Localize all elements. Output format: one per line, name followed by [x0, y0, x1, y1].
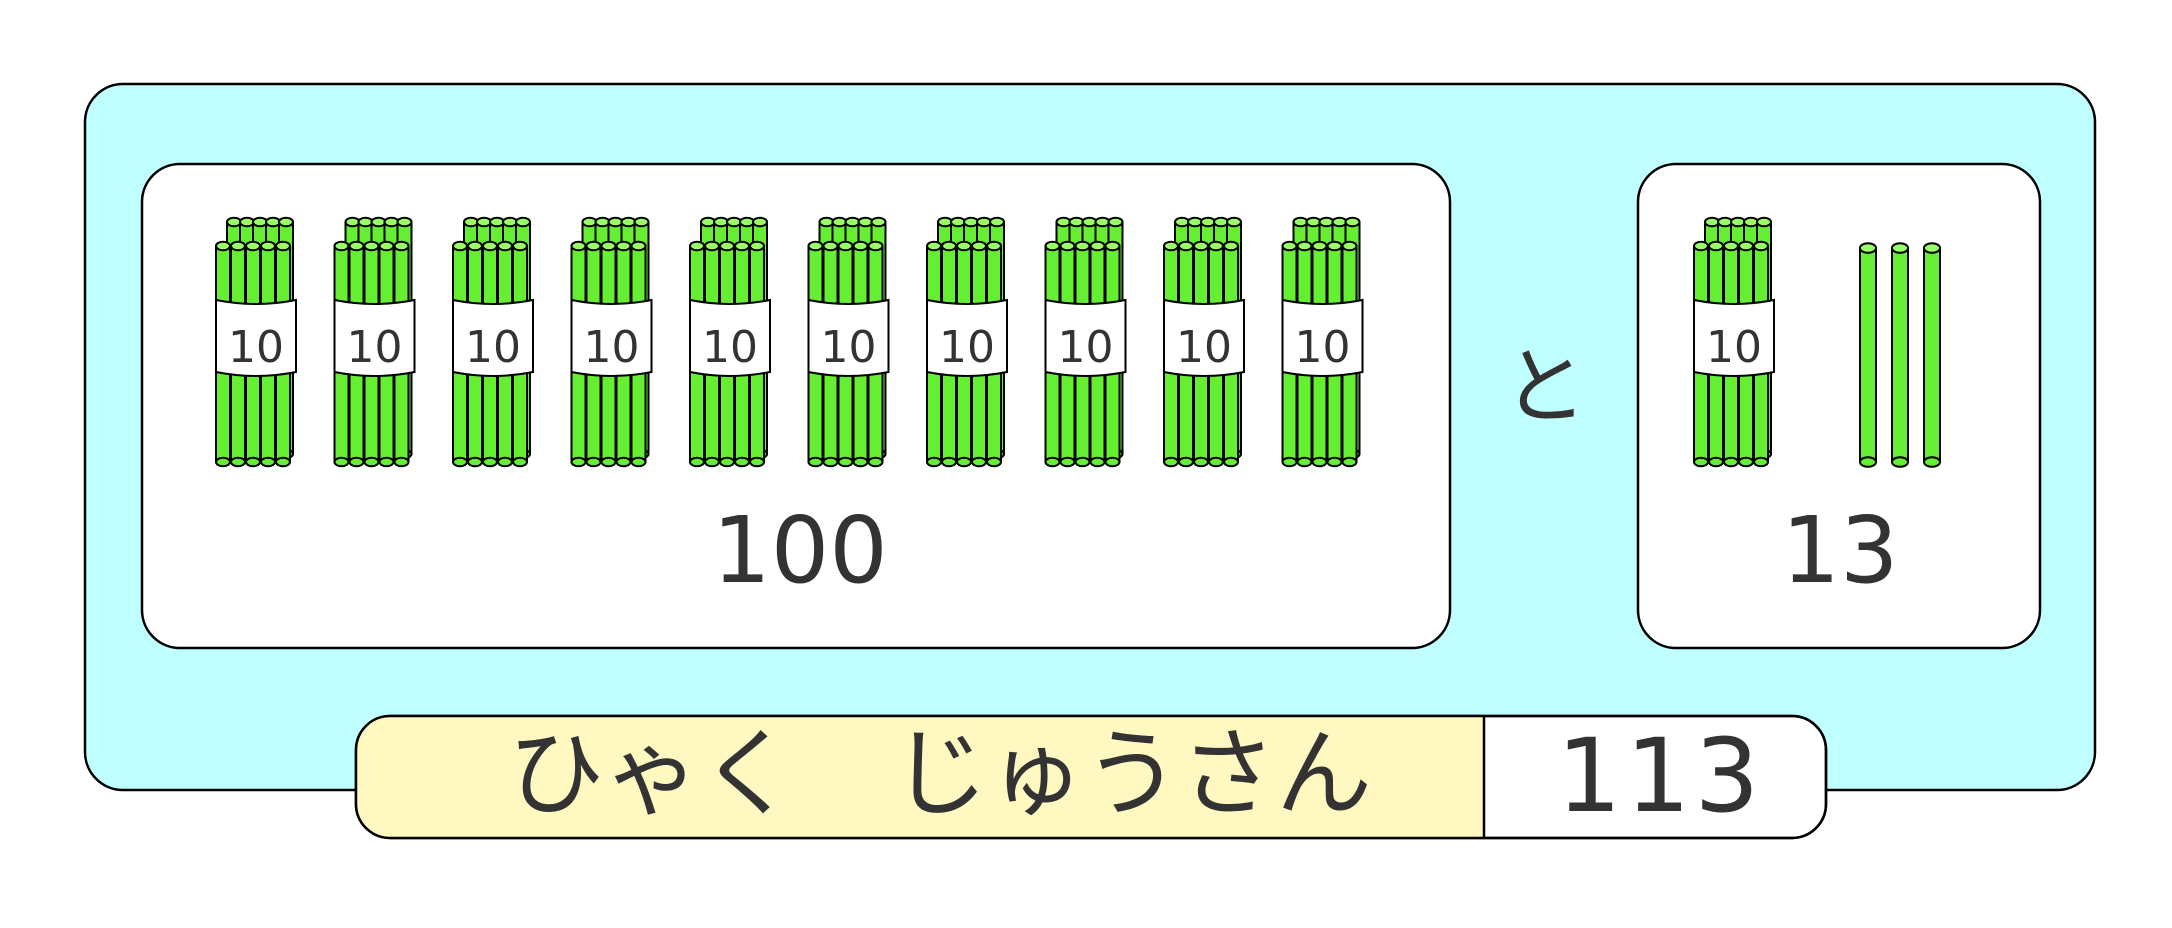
bundle-label: 10	[228, 322, 284, 373]
stick-bundle: 10	[926, 216, 1008, 468]
stick-bundle: 10	[1281, 216, 1364, 468]
bundle-label: 10	[939, 322, 995, 373]
stick-bundle: 10	[689, 216, 771, 468]
bundle-label: 10	[1706, 322, 1762, 373]
remainder-value: 13	[1781, 497, 1899, 604]
bundle-label: 10	[465, 322, 521, 373]
single-sticks	[1859, 242, 1941, 468]
single-stick	[1891, 242, 1909, 468]
stick-bundle: 10	[807, 216, 890, 468]
hundreds-bundles: 10 10 10 10 10 10 10 10 10 10	[215, 216, 1364, 468]
bundle-label: 10	[347, 322, 403, 373]
single-stick	[1859, 242, 1877, 468]
hundreds-value: 100	[712, 497, 888, 604]
reading-box	[356, 716, 1484, 838]
connector-text: と	[1502, 338, 1587, 436]
answer-number: 113	[1556, 717, 1764, 836]
stick-bundle: 10	[333, 216, 416, 468]
answer-reading: ひゃく じゅうさん	[508, 718, 1372, 830]
stick-bundle: 10	[1163, 216, 1245, 468]
remainder-bundles: 10	[1693, 216, 1775, 468]
bundle-label: 10	[584, 322, 640, 373]
stick-bundle: 10	[1044, 216, 1127, 468]
single-stick	[1923, 242, 1941, 468]
bundle-label: 10	[702, 322, 758, 373]
stick-bundle: 10	[570, 216, 653, 468]
stick-bundle: 10	[452, 216, 534, 468]
bundle-label: 10	[1176, 322, 1232, 373]
bundle-label: 10	[1058, 322, 1114, 373]
stick-bundle: 10	[1693, 216, 1775, 468]
bundle-label: 10	[821, 322, 877, 373]
bundle-label: 10	[1295, 322, 1351, 373]
stick-bundle: 10	[215, 216, 297, 468]
